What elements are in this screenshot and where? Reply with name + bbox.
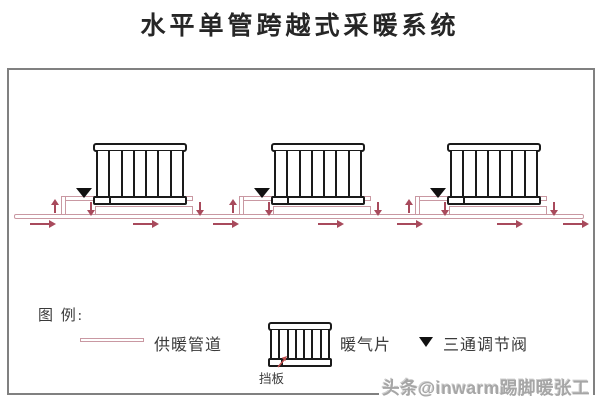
radiator-fin [321,330,328,359]
radiator-fin [488,151,502,197]
radiator-fin [312,151,326,197]
flow-arrow-up [51,199,59,213]
radiator [271,143,365,205]
radiator-fin [305,330,314,359]
watermark: 头条@inwarm踢脚暖张工 [379,374,593,401]
radiator-fins [270,330,330,359]
radiator-fin [122,151,135,197]
radiator-fin [452,151,465,197]
radiator-fin [513,151,526,197]
flow-arrow-right [30,220,56,228]
radiator-fin [110,151,123,197]
flow-arrow-right [213,220,239,228]
flow-arrow-right [497,220,523,228]
radiator-fin [501,151,514,197]
radiator-fin [147,151,160,197]
radiator [447,143,541,205]
radiator-fin [98,151,111,197]
flow-arrow-down [196,202,204,216]
radiator-fin [300,151,313,197]
radiator-fin [525,151,536,197]
radiator-fin [272,330,281,359]
supply-pipe-main [14,214,584,219]
pipe-symbol [80,338,144,342]
radiator-fin [337,151,350,197]
flow-arrow-right [318,220,344,228]
three-way-valve-icon [430,188,446,198]
radiator-fin [276,151,289,197]
flow-arrow-down [550,202,558,216]
flow-arrow-down [87,202,95,216]
radiator-fin [171,151,182,197]
radiator-bottom-bar [271,196,365,205]
baffle-label: 挡板 [259,372,285,386]
pipe-bypass-loop [449,206,547,219]
flow-arrow-right [563,220,589,228]
legend-heading: 图 例: [38,308,84,324]
radiator-fin [288,151,301,197]
radiator-fin [325,151,338,197]
radiator-bottom-bar [93,196,187,205]
radiator-fin [464,151,477,197]
radiator [93,143,187,205]
radiator-bottom-bar [447,196,541,205]
three-way-valve-icon [419,337,433,347]
radiator-fin [280,330,289,359]
flow-arrow-right [397,220,423,228]
three-way-valve-icon [254,188,270,198]
legend-pipe-label: 供暖管道 [154,337,223,354]
flow-arrow-down [265,202,273,216]
radiator-fin [288,330,297,359]
flow-arrow-down [441,202,449,216]
flow-arrow-right [133,220,159,228]
legend-valve-label: 三通调节阀 [443,337,529,354]
legend-radiator-label: 暖气片 [340,337,392,354]
radiator-fin [296,330,306,359]
radiator-fins [450,151,538,197]
flow-arrow-up [405,199,413,213]
pipe-bypass-loop [95,206,193,219]
flow-arrow-down [374,202,382,216]
radiator-fin [349,151,360,197]
radiator-fins [96,151,184,197]
flow-arrow-up [229,199,237,213]
radiator-fins [274,151,362,197]
baffle-divider [463,197,465,204]
pipe-bypass-loop [273,206,371,219]
baffle-divider [287,197,289,204]
radiator-fin [134,151,148,197]
diagram-title: 水平单管跨越式采暖系统 [140,12,460,40]
baffle-divider [109,197,111,204]
radiator-fin [159,151,172,197]
baffle-pointer-arrow [277,356,287,368]
radiator-fin [313,330,322,359]
radiator-fin [476,151,489,197]
radiator-symbol-drawing [268,322,332,367]
three-way-valve-icon [76,188,92,198]
